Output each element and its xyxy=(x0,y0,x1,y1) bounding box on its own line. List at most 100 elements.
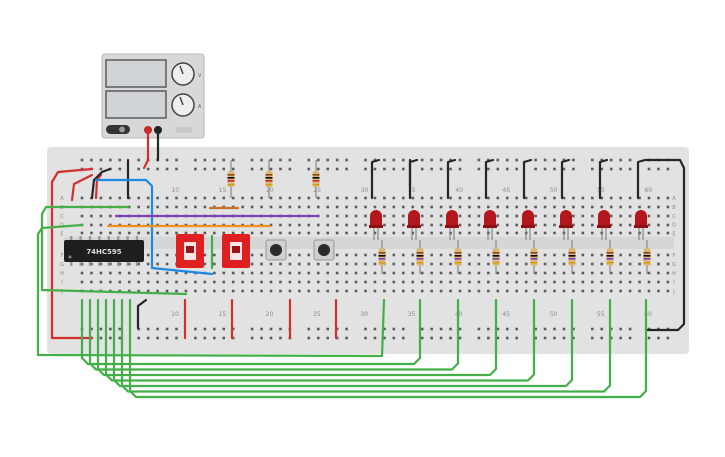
hole[interactable] xyxy=(90,158,93,162)
hole[interactable] xyxy=(477,231,481,235)
hole[interactable] xyxy=(316,205,320,209)
hole[interactable] xyxy=(600,289,604,293)
hole[interactable] xyxy=(562,205,566,209)
hole[interactable] xyxy=(99,158,103,162)
hole[interactable] xyxy=(250,205,254,209)
hole[interactable] xyxy=(505,205,509,209)
hole[interactable] xyxy=(307,223,311,227)
hole[interactable] xyxy=(600,167,604,171)
hole[interactable] xyxy=(298,289,301,293)
hole[interactable] xyxy=(260,158,263,162)
hole[interactable] xyxy=(468,231,471,235)
hole[interactable] xyxy=(364,167,367,171)
hole[interactable] xyxy=(638,253,641,257)
hole[interactable] xyxy=(439,167,443,171)
hole[interactable] xyxy=(619,262,622,266)
hole[interactable] xyxy=(666,336,670,340)
hole[interactable] xyxy=(156,205,159,209)
hole[interactable] xyxy=(109,280,112,284)
hole[interactable] xyxy=(562,289,566,293)
hole[interactable] xyxy=(562,262,566,266)
hole[interactable] xyxy=(505,262,509,266)
hole[interactable] xyxy=(203,196,207,200)
hole[interactable] xyxy=(505,327,509,331)
hole[interactable] xyxy=(269,327,273,331)
led-ground-wire-3[interactable] xyxy=(484,158,495,200)
hole[interactable] xyxy=(477,158,481,162)
hole[interactable] xyxy=(203,280,207,284)
hole[interactable] xyxy=(487,167,490,171)
hole[interactable] xyxy=(127,196,131,200)
hole[interactable] xyxy=(543,196,547,200)
hole[interactable] xyxy=(250,336,254,340)
hole[interactable] xyxy=(496,231,500,235)
hole[interactable] xyxy=(628,262,632,266)
hole[interactable] xyxy=(449,205,452,209)
hole[interactable] xyxy=(354,289,358,293)
chip-vcc-wire[interactable] xyxy=(70,173,94,202)
hole[interactable] xyxy=(600,271,604,275)
hole[interactable] xyxy=(572,271,575,275)
hole[interactable] xyxy=(487,271,490,275)
hole[interactable] xyxy=(581,262,585,266)
hole[interactable] xyxy=(118,336,122,340)
hole[interactable] xyxy=(505,280,509,284)
hole[interactable] xyxy=(477,214,481,218)
hole[interactable] xyxy=(298,271,301,275)
hole[interactable] xyxy=(439,205,443,209)
hole[interactable] xyxy=(335,262,339,266)
hole[interactable] xyxy=(194,336,197,340)
hole[interactable] xyxy=(666,289,670,293)
hole[interactable] xyxy=(156,231,159,235)
hole[interactable] xyxy=(534,336,537,340)
hole[interactable] xyxy=(430,214,433,218)
hole[interactable] xyxy=(118,167,122,171)
hole[interactable] xyxy=(534,271,537,275)
hole[interactable] xyxy=(468,280,471,284)
hole[interactable] xyxy=(269,167,273,171)
hole[interactable] xyxy=(269,196,273,200)
hole[interactable] xyxy=(553,280,556,284)
hole[interactable] xyxy=(609,271,613,275)
output-wire-q2[interactable] xyxy=(88,298,460,371)
hole[interactable] xyxy=(203,262,207,266)
hole[interactable] xyxy=(524,271,528,275)
hole[interactable] xyxy=(458,205,462,209)
hole[interactable] xyxy=(222,167,226,171)
hole[interactable] xyxy=(439,223,443,227)
hole[interactable] xyxy=(137,289,140,293)
hole[interactable] xyxy=(534,196,537,200)
hole[interactable] xyxy=(591,196,594,200)
hole[interactable] xyxy=(194,196,197,200)
hole[interactable] xyxy=(80,158,84,162)
hole[interactable] xyxy=(137,262,140,266)
hole[interactable] xyxy=(572,289,575,293)
led-8[interactable] xyxy=(635,210,647,226)
hole[interactable] xyxy=(591,167,594,171)
hole[interactable] xyxy=(269,280,273,284)
hole[interactable] xyxy=(80,262,84,266)
hole[interactable] xyxy=(373,262,377,266)
hole[interactable] xyxy=(231,231,235,235)
hole[interactable] xyxy=(534,214,537,218)
hole[interactable] xyxy=(439,289,443,293)
hole[interactable] xyxy=(156,167,159,171)
hole[interactable] xyxy=(458,231,462,235)
hole[interactable] xyxy=(127,271,131,275)
hole[interactable] xyxy=(364,327,367,331)
hole[interactable] xyxy=(354,280,358,284)
hole[interactable] xyxy=(175,167,178,171)
hole[interactable] xyxy=(496,271,500,275)
hole[interactable] xyxy=(137,271,140,275)
hole[interactable] xyxy=(326,271,329,275)
hole[interactable] xyxy=(638,262,641,266)
hole[interactable] xyxy=(496,327,500,331)
hole[interactable] xyxy=(90,223,93,227)
hole[interactable] xyxy=(194,289,197,293)
hole[interactable] xyxy=(402,336,405,340)
hole[interactable] xyxy=(468,289,471,293)
hole[interactable] xyxy=(241,231,244,235)
hole[interactable] xyxy=(222,289,226,293)
hole[interactable] xyxy=(175,205,178,209)
hole[interactable] xyxy=(127,289,131,293)
